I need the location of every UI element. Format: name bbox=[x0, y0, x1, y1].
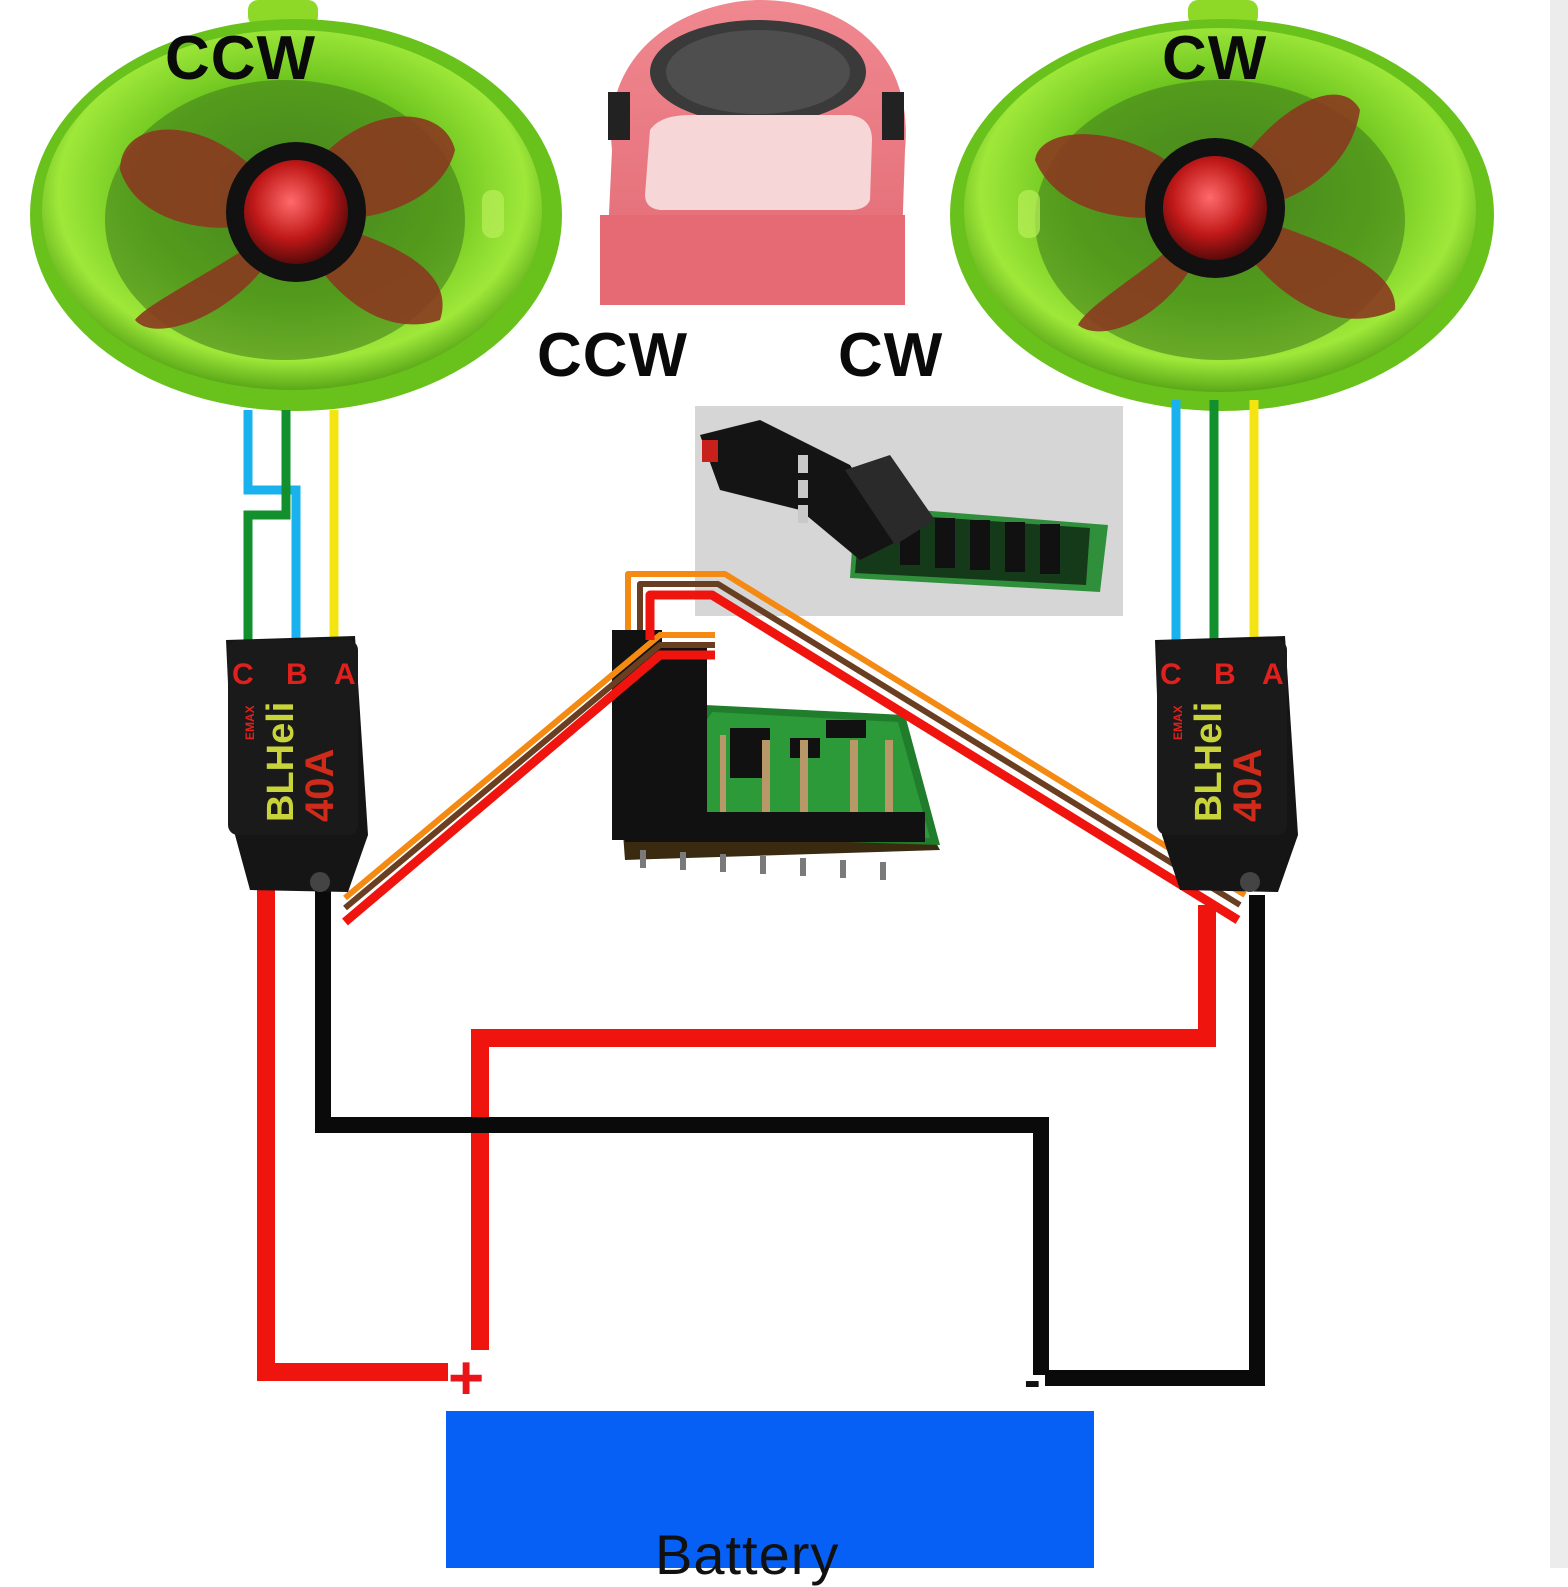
boat-icon bbox=[600, 0, 906, 305]
esc-right-pin-b: B bbox=[1214, 658, 1236, 691]
thruster-left-icon bbox=[30, 0, 562, 411]
battery-icon bbox=[446, 1411, 1094, 1568]
esc-left-model: BLHeli bbox=[260, 701, 302, 822]
motor-wires-right bbox=[1171, 400, 1259, 640]
center-right-direction-label: CW bbox=[838, 321, 944, 390]
esc-left-brand: EMAX bbox=[243, 705, 257, 740]
esc-left-rating: 40A bbox=[298, 748, 342, 822]
esc-right-pin-c: C bbox=[1160, 658, 1182, 691]
esc-right-rating: 40A bbox=[1226, 748, 1270, 822]
esc-left-pin-a: A bbox=[334, 658, 356, 691]
left-motor-direction-label: CCW bbox=[165, 24, 317, 93]
battery-negative-terminal: - bbox=[1024, 1352, 1041, 1408]
esc-left-pin-c: C bbox=[232, 658, 254, 691]
positive-wires bbox=[257, 890, 1216, 1381]
thruster-right-icon bbox=[950, 0, 1494, 411]
esc-right-brand: EMAX bbox=[1171, 705, 1185, 740]
esc-right-icon bbox=[1155, 636, 1298, 892]
center-left-direction-label: CCW bbox=[537, 321, 689, 390]
esc-left-icon bbox=[226, 636, 368, 892]
motor-wires-left bbox=[243, 410, 339, 640]
signal-wire-left bbox=[342, 632, 715, 926]
receiver-icon bbox=[612, 630, 940, 880]
esc-right-pin-a: A bbox=[1262, 658, 1284, 691]
servo-connector-icon bbox=[695, 406, 1123, 616]
negative-wires bbox=[315, 890, 1265, 1386]
page-edge bbox=[1550, 0, 1568, 1568]
signal-wire-right bbox=[625, 571, 1247, 924]
right-motor-direction-label: CW bbox=[1162, 24, 1268, 93]
esc-left-pin-b: B bbox=[286, 658, 308, 691]
battery-label: Battery bbox=[655, 1523, 840, 1586]
battery-positive-terminal: + bbox=[448, 1344, 485, 1413]
esc-right-model: BLHeli bbox=[1188, 701, 1230, 822]
